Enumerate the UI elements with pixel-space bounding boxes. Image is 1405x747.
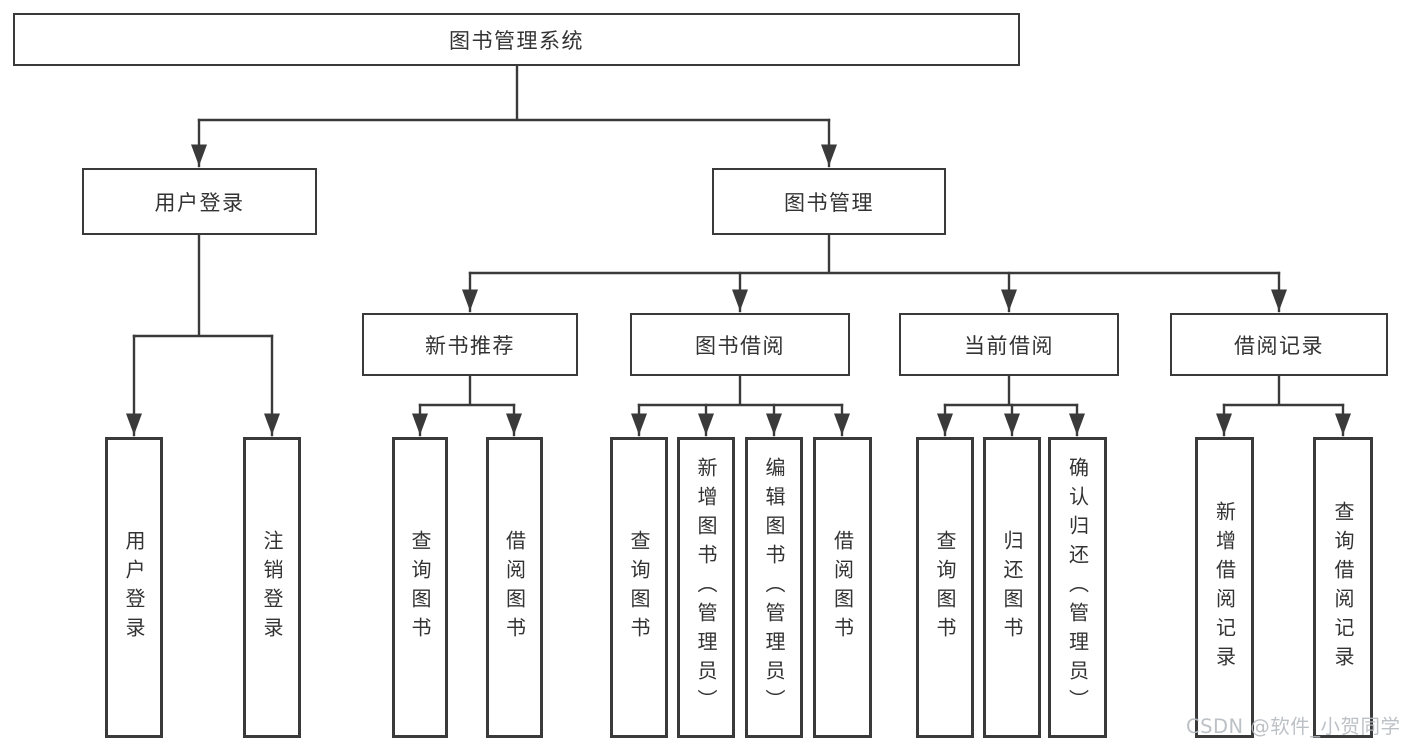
connector-user-login (126, 233, 280, 437)
node-book-borrow: 图书借阅 (630, 313, 850, 376)
node-return-books: 归还图书 (983, 437, 1041, 738)
connector-root (191, 64, 837, 168)
node-borrow-records: 借阅记录 (1170, 313, 1388, 376)
node-root-system: 图书管理系统 (13, 13, 1020, 66)
node-query-books-2: 查询图书 (610, 437, 668, 738)
node-user-login-action: 用户登录 (105, 437, 163, 738)
node-borrow-books-1: 借阅图书 (486, 437, 543, 738)
node-query-books-1: 查询图书 (392, 437, 448, 738)
connector-book-borrow (631, 374, 850, 437)
node-query-books-3: 查询图书 (916, 437, 974, 738)
node-logout-action: 注销登录 (243, 437, 301, 738)
csdn-watermark: CSDN @软件_小贺同学 (1186, 715, 1401, 738)
node-edit-books-admin: 编辑图书（管理员） (745, 437, 803, 738)
connector-current-borrow (937, 374, 1085, 437)
node-borrow-books-2: 借阅图书 (813, 437, 872, 738)
node-add-borrow-record: 新增借阅记录 (1195, 437, 1254, 738)
connector-borrow-records (1216, 374, 1351, 437)
node-current-borrow: 当前借阅 (899, 313, 1119, 376)
node-add-books-admin: 新增图书（管理员） (677, 437, 735, 738)
node-confirm-return-admin: 确认归还（管理员） (1048, 437, 1107, 738)
connector-new-book (412, 374, 522, 437)
node-user-login-group: 用户登录 (82, 168, 317, 235)
connector-book-mgmt (462, 233, 1287, 313)
node-book-mgmt-group: 图书管理 (712, 168, 946, 235)
node-query-borrow-record: 查询借阅记录 (1313, 437, 1373, 738)
node-new-book-recommend: 新书推荐 (362, 313, 578, 376)
